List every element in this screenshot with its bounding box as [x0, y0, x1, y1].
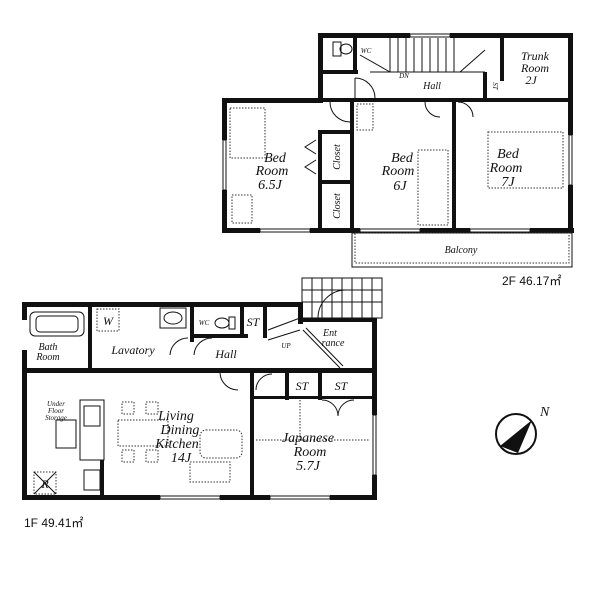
lavatory-label: Lavatory: [110, 343, 155, 357]
ldk-label-1: Living: [157, 409, 194, 424]
japanese-room-label-1: Japanese: [282, 431, 334, 446]
ldk-label-2: Dining: [160, 423, 200, 438]
second-floor-area: 2F 46.17㎡: [502, 274, 562, 288]
closet-1-label: Closet: [332, 144, 343, 170]
japanese-room-label-2: Room: [293, 445, 327, 460]
st-1-label: ST: [247, 315, 261, 329]
balcony-label: Balcony: [445, 245, 478, 256]
hall-2f-label: Hall: [422, 81, 441, 92]
closet-2-label: Closet: [332, 193, 343, 219]
trunk-room-label-2: Room: [520, 61, 549, 75]
trunk-room-label-1: Trunk: [521, 49, 550, 63]
wc-2f-label: WC: [361, 47, 372, 55]
north-arrow-icon: [500, 420, 532, 453]
ldk-size: 14J: [171, 451, 192, 466]
entrance-label-2: rance: [322, 338, 345, 349]
bed-room-3-label-2: Room: [489, 161, 523, 176]
washer-w-label: W: [103, 314, 114, 328]
bed-room-3-size: 7J: [501, 175, 515, 190]
hall-1f-label: Hall: [214, 347, 237, 361]
under-floor-storage-label-3: Storage: [45, 414, 67, 422]
bed-room-3-label-1: Bed: [497, 147, 520, 162]
bath-room-label-1: Bath: [39, 342, 58, 353]
first-floor-plan: Bath Room W Lavatory WC ST Hall UP Ent r…: [22, 302, 377, 500]
stairs-down-label: DN: [398, 72, 409, 80]
bed-room-2-label-1: Bed: [391, 151, 414, 166]
ldk-label-3: Kitchen: [154, 437, 199, 452]
under-floor-storage-label-2: Floor: [47, 407, 64, 415]
staircase-2f: [359, 38, 486, 73]
entrance-steps: [301, 277, 383, 319]
japanese-room-size: 5.7J: [296, 459, 321, 474]
st-2f-label: ST: [491, 82, 499, 91]
bed-room-1-size: 6.5J: [258, 178, 283, 193]
under-floor-storage-label-1: Under: [47, 400, 65, 408]
st-2-label: ST: [296, 379, 310, 393]
bed-room-1-label-2: Room: [255, 164, 289, 179]
trunk-room-size: 2J: [525, 73, 537, 87]
wc-1f-label: WC: [199, 319, 210, 327]
bed-room-2-label-2: Room: [381, 164, 415, 179]
first-floor-area: 1F 49.41㎡: [24, 516, 84, 530]
compass: N: [495, 405, 550, 455]
stairs-up-label: UP: [281, 342, 291, 350]
north-label: N: [539, 405, 550, 420]
st-3-label: ST: [335, 379, 349, 393]
r-label: R: [40, 477, 49, 491]
bed-room-1-label-1: Bed: [264, 151, 287, 166]
second-floor-plan: WC DN Hall ST Trunk Room 2J Bed Room 6.5…: [222, 33, 574, 268]
entrance-label-1: Ent: [322, 328, 337, 339]
bed-room-2-size: 6J: [393, 179, 407, 194]
bath-room-label-2: Room: [35, 352, 59, 363]
